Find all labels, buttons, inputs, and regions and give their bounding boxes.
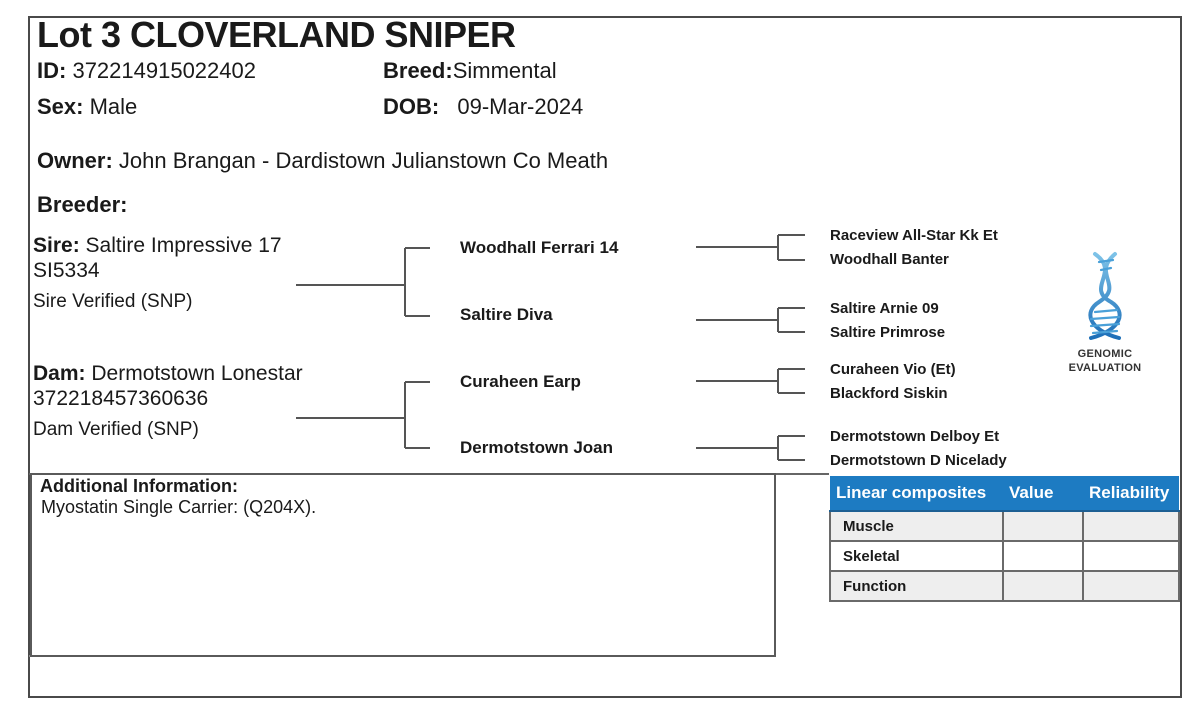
id-field: ID: 372214915022402	[37, 58, 256, 84]
additional-info-title: Additional Information:	[40, 476, 238, 496]
grandparent-2: Saltire Diva	[460, 305, 553, 324]
sire-code: SI5334	[33, 259, 100, 282]
logo-line-1: GENOMIC	[1077, 348, 1133, 360]
sire-verified: Sire Verified (SNP)	[33, 291, 193, 312]
grandparent-3: Curaheen Earp	[460, 372, 581, 391]
gp3-connector	[696, 368, 805, 394]
dam-code: 372218457360636	[33, 387, 209, 410]
sire-label: Sire:	[33, 234, 80, 257]
sire-name: Saltire Impressive 17	[85, 234, 282, 257]
sex-value: Male	[89, 94, 138, 119]
composite-reliability	[1082, 510, 1180, 542]
catalogue-card	[28, 16, 1182, 698]
dna-helix-icon	[1088, 252, 1122, 340]
composite-value	[1002, 510, 1084, 542]
dob-field: DOB: 09-Mar-2024	[383, 94, 583, 120]
composite-name: Skeletal	[829, 540, 1004, 572]
owner-label: Owner:	[37, 148, 113, 173]
owner-field: Owner: John Brangan - Dardistown Julians…	[37, 148, 608, 174]
breed-value: Simmental	[452, 58, 557, 83]
additional-info-box	[30, 473, 776, 657]
gp1-connector	[696, 234, 805, 261]
id-label: ID:	[37, 58, 67, 83]
grandparent-1: Woodhall Ferrari 14	[460, 238, 619, 257]
table-row: Muscle	[829, 510, 1180, 542]
gp2-connector	[696, 307, 805, 333]
sire-name-field: Sire: Saltire Impressive 17	[33, 234, 282, 258]
composite-value	[1002, 570, 1084, 602]
great-grandparent-2: Woodhall Banter	[830, 251, 949, 268]
breed-field: Breed:Simmental	[383, 58, 557, 84]
additional-info-text: Myostatin Single Carrier: (Q204X).	[41, 497, 317, 517]
table-row: Function	[829, 570, 1180, 602]
dob-value: 09-Mar-2024	[457, 94, 584, 119]
lot-title: Lot 3 CLOVERLAND SNIPER	[37, 14, 516, 55]
table-header-row: Linear composites Value Reliability	[830, 476, 1179, 512]
logo-line-2: EVALUATION	[1068, 362, 1142, 374]
breeder-label: Breeder:	[37, 192, 128, 217]
great-grandparent-5: Curaheen Vio (Et)	[830, 361, 956, 378]
gp4-connector	[696, 435, 805, 461]
dam-verified: Dam Verified (SNP)	[33, 419, 199, 440]
owner-value: John Brangan - Dardistown Julianstown Co…	[118, 148, 609, 173]
dam-name-field: Dam: Dermotstown Lonestar	[33, 362, 303, 386]
composite-name: Function	[829, 570, 1004, 602]
composite-value	[1002, 540, 1084, 572]
great-grandparent-4: Saltire Primrose	[830, 324, 946, 341]
composite-name: Muscle	[829, 510, 1004, 542]
genomic-evaluation-logo: GENOMIC EVALUATION	[1055, 250, 1155, 375]
great-grandparent-1: Raceview All-Star Kk Et	[830, 227, 998, 244]
header-value: Value	[1003, 476, 1083, 512]
header-linear-composites: Linear composites	[830, 476, 1003, 512]
sex-field: Sex: Male	[37, 94, 137, 120]
dam-connector	[296, 381, 430, 449]
dam-label: Dam:	[33, 362, 86, 385]
id-value: 372214915022402	[72, 58, 256, 83]
composite-reliability	[1082, 570, 1180, 602]
great-grandparent-7: Dermotstown Delboy Et	[830, 428, 1000, 445]
sire-connector	[296, 247, 430, 317]
linear-composites-table: Linear composites Value Reliability Musc…	[829, 476, 1180, 602]
great-grandparent-8: Dermotstown D Nicelady	[830, 452, 1007, 469]
great-grandparent-6: Blackford Siskin	[830, 385, 948, 402]
breed-label: Breed:	[383, 58, 453, 83]
header-reliability: Reliability	[1083, 476, 1179, 512]
great-grandparent-3: Saltire Arnie 09	[830, 300, 939, 317]
sex-label: Sex:	[37, 94, 84, 119]
table-row: Skeletal	[829, 540, 1180, 572]
breeder-field: Breeder:	[37, 192, 127, 218]
dob-label: DOB:	[383, 94, 440, 119]
composite-reliability	[1082, 540, 1180, 572]
grandparent-4: Dermotstown Joan	[460, 438, 614, 457]
dam-name: Dermotstown Lonestar	[91, 362, 303, 385]
